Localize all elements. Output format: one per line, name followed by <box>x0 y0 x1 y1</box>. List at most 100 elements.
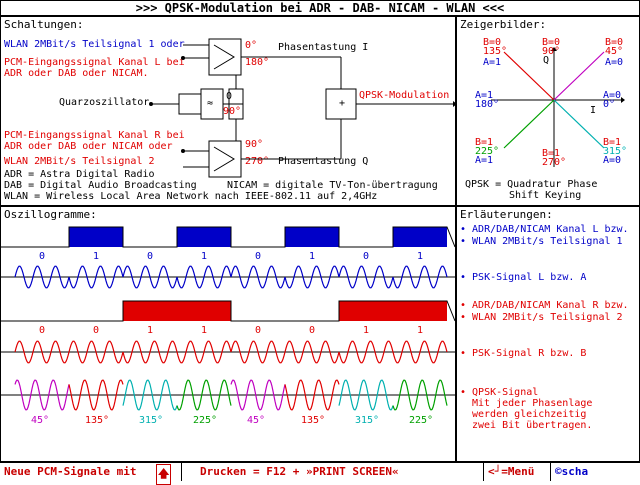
p90-b: B=0 <box>542 37 560 48</box>
menu-button[interactable]: <┘=Menü <box>488 465 535 478</box>
p270-deg: 270° <box>542 157 566 168</box>
nicam-def: NICAM = digitale TV-Ton-übertragung <box>227 180 438 191</box>
schaltungen-header: Schaltungen: <box>4 18 84 31</box>
adder-symbol: + <box>339 98 346 109</box>
new-signals-key[interactable]: 🡅 <box>156 464 172 485</box>
p270-b: B=1 <box>542 148 560 159</box>
r-bit-label: 1 <box>201 325 207 336</box>
qpsk-phase-label: 315° <box>139 415 163 426</box>
psk-l-wave-segment <box>122 265 178 289</box>
quarz-label: Quarzoszillator <box>59 97 150 108</box>
l-bit-label: 0 <box>147 251 153 262</box>
r-bitstream-line <box>1 300 455 322</box>
qpsk-wave-segment <box>122 379 178 411</box>
title-bar: >>> QPSK-Modulation bei ADR - DAB- NICAM… <box>0 0 640 16</box>
erl-q3: werden gleichzeitig <box>472 409 587 420</box>
wlan-r-label: WLAN 2MBit/s Teilsignal 2 <box>4 156 155 167</box>
l-bit-block <box>285 227 339 247</box>
erl-l2: • WLAN 2MBit/s Teilsignal 1 <box>460 236 623 247</box>
qpsk-phase-label: 225° <box>409 415 433 426</box>
psk-l-wave-segment <box>230 265 286 289</box>
p45-deg: 45° <box>605 46 623 57</box>
l-bit-label: 0 <box>363 251 369 262</box>
psk-r-wave-segment <box>14 340 70 364</box>
p315-deg: 315° <box>603 146 627 157</box>
erl-l1: • ADR/DAB/NICAM Kanal L bzw. <box>460 224 629 235</box>
psk-r-wave-segment <box>68 340 124 364</box>
qpsk-phase-label: 225° <box>193 415 217 426</box>
osc-symbol: ≈ <box>207 98 214 109</box>
osz-header: Oszillogramme: <box>4 208 97 221</box>
qpsk-wave-segment <box>284 379 340 411</box>
psk-l-wave-segment <box>284 265 340 289</box>
p0-deg: 0° <box>603 99 615 110</box>
l-bit-label: 1 <box>93 251 99 262</box>
zeigerbilder-panel: Zeigerbilder: B=0 135° A=1 B=0 90° Q B=0… <box>456 16 640 206</box>
p135-a: A=1 <box>483 57 501 68</box>
erl-q4: zwei Bit übertragen. <box>472 420 593 431</box>
phase-i-label: Phasentastung I <box>278 42 369 53</box>
psk-r-wave-segment <box>176 340 232 364</box>
q-axis-label: Q <box>543 55 549 66</box>
dab-def: DAB = Digital Audio Broadcasting <box>4 180 197 191</box>
pcm-r-label-1: PCM-Eingangssignal Kanal R bei <box>4 130 185 141</box>
adr-def: ADR = Astra Digital Radio <box>4 169 155 180</box>
phasor-diagram: B=0 135° A=1 B=0 90° Q B=0 45° A=0 A=1 1… <box>465 37 627 201</box>
new-signals-label: Neue PCM-Signale mit <box>4 465 137 478</box>
erlaeuterungen-panel: Erläuterungen: • ADR/DAB/NICAM Kanal L b… <box>456 206 640 462</box>
p315-b: B=1 <box>603 137 621 148</box>
footer-bar: Neue PCM-Signale mit 🡅 Drucken = F12 + »… <box>0 462 640 485</box>
r-bit-label: 0 <box>255 325 261 336</box>
pcm-l-label-1: PCM-Eingangssignal Kanal L bei <box>4 57 185 68</box>
p45-b: B=0 <box>605 37 623 48</box>
qpsk-def-1: QPSK = Quadratur Phase <box>465 179 597 190</box>
r-bit-block <box>393 301 447 321</box>
psk-r-wave-segment <box>392 340 448 364</box>
qpsk-wave-segment <box>338 379 394 411</box>
l-bit-block <box>177 227 231 247</box>
qpsk-wave-segment <box>392 379 448 411</box>
label-180deg: 180° <box>245 57 270 68</box>
psk-l-wave-segment <box>68 265 124 289</box>
psk-r-wave-segment <box>284 340 340 364</box>
r-bit-label: 1 <box>147 325 153 336</box>
r-bit-label: 1 <box>363 325 369 336</box>
l-bit-label: 1 <box>201 251 207 262</box>
label-270deg: 270° <box>245 156 270 167</box>
qpsk-def-2: Shift Keying <box>509 190 581 201</box>
erl-r2: • WLAN 2MBit/s Teilsignal 2 <box>460 312 623 323</box>
p225-a: A=1 <box>475 155 493 166</box>
p225-b: B=1 <box>475 137 493 148</box>
p45-a: A=0 <box>605 57 623 68</box>
psk-l-wave-segment <box>392 265 448 289</box>
l-bit-label: 0 <box>39 251 45 262</box>
qpsk-phase-label: 45° <box>247 415 265 426</box>
pcm-r-label-2: ADR oder DAB oder NICAM oder <box>4 141 173 152</box>
r-bit-label: 0 <box>93 325 99 336</box>
p180-deg: 180° <box>475 99 499 110</box>
label-0-osc: 0 <box>226 91 233 102</box>
qpsk-wave-segment <box>176 379 232 411</box>
erl-psk-r: • PSK-Signal R bzw. B <box>460 348 587 359</box>
l-bitstream-line <box>1 226 455 248</box>
label-90deg-q: 90° <box>245 139 264 150</box>
r-bit-block <box>177 301 231 321</box>
psk-r-wave-segment <box>338 340 394 364</box>
label-90deg-osc: 90° <box>223 106 242 117</box>
qpsk-phase-label: 135° <box>85 415 109 426</box>
qpsk-wave-segment <box>68 379 124 411</box>
print-hint: Drucken = F12 + »PRINT SCREEN« <box>200 465 399 478</box>
l-bit-label: 1 <box>309 251 315 262</box>
psk-l-wave-segment <box>176 265 232 289</box>
label-0deg: 0° <box>245 40 258 51</box>
p315-a: A=0 <box>603 155 621 166</box>
phase-q-label: Phasentastung Q <box>278 156 369 167</box>
copyright-label: ©scha <box>555 465 589 478</box>
psk-r-wave-segment <box>122 340 178 364</box>
qpsk-phase-label: 315° <box>355 415 379 426</box>
wlan-l-label: WLAN 2MBit/s Teilsignal 1 oder <box>4 39 185 50</box>
footer-sep-1 <box>181 463 182 481</box>
p225-deg: 225° <box>475 146 499 157</box>
psk-l-wave-segment <box>14 265 70 289</box>
